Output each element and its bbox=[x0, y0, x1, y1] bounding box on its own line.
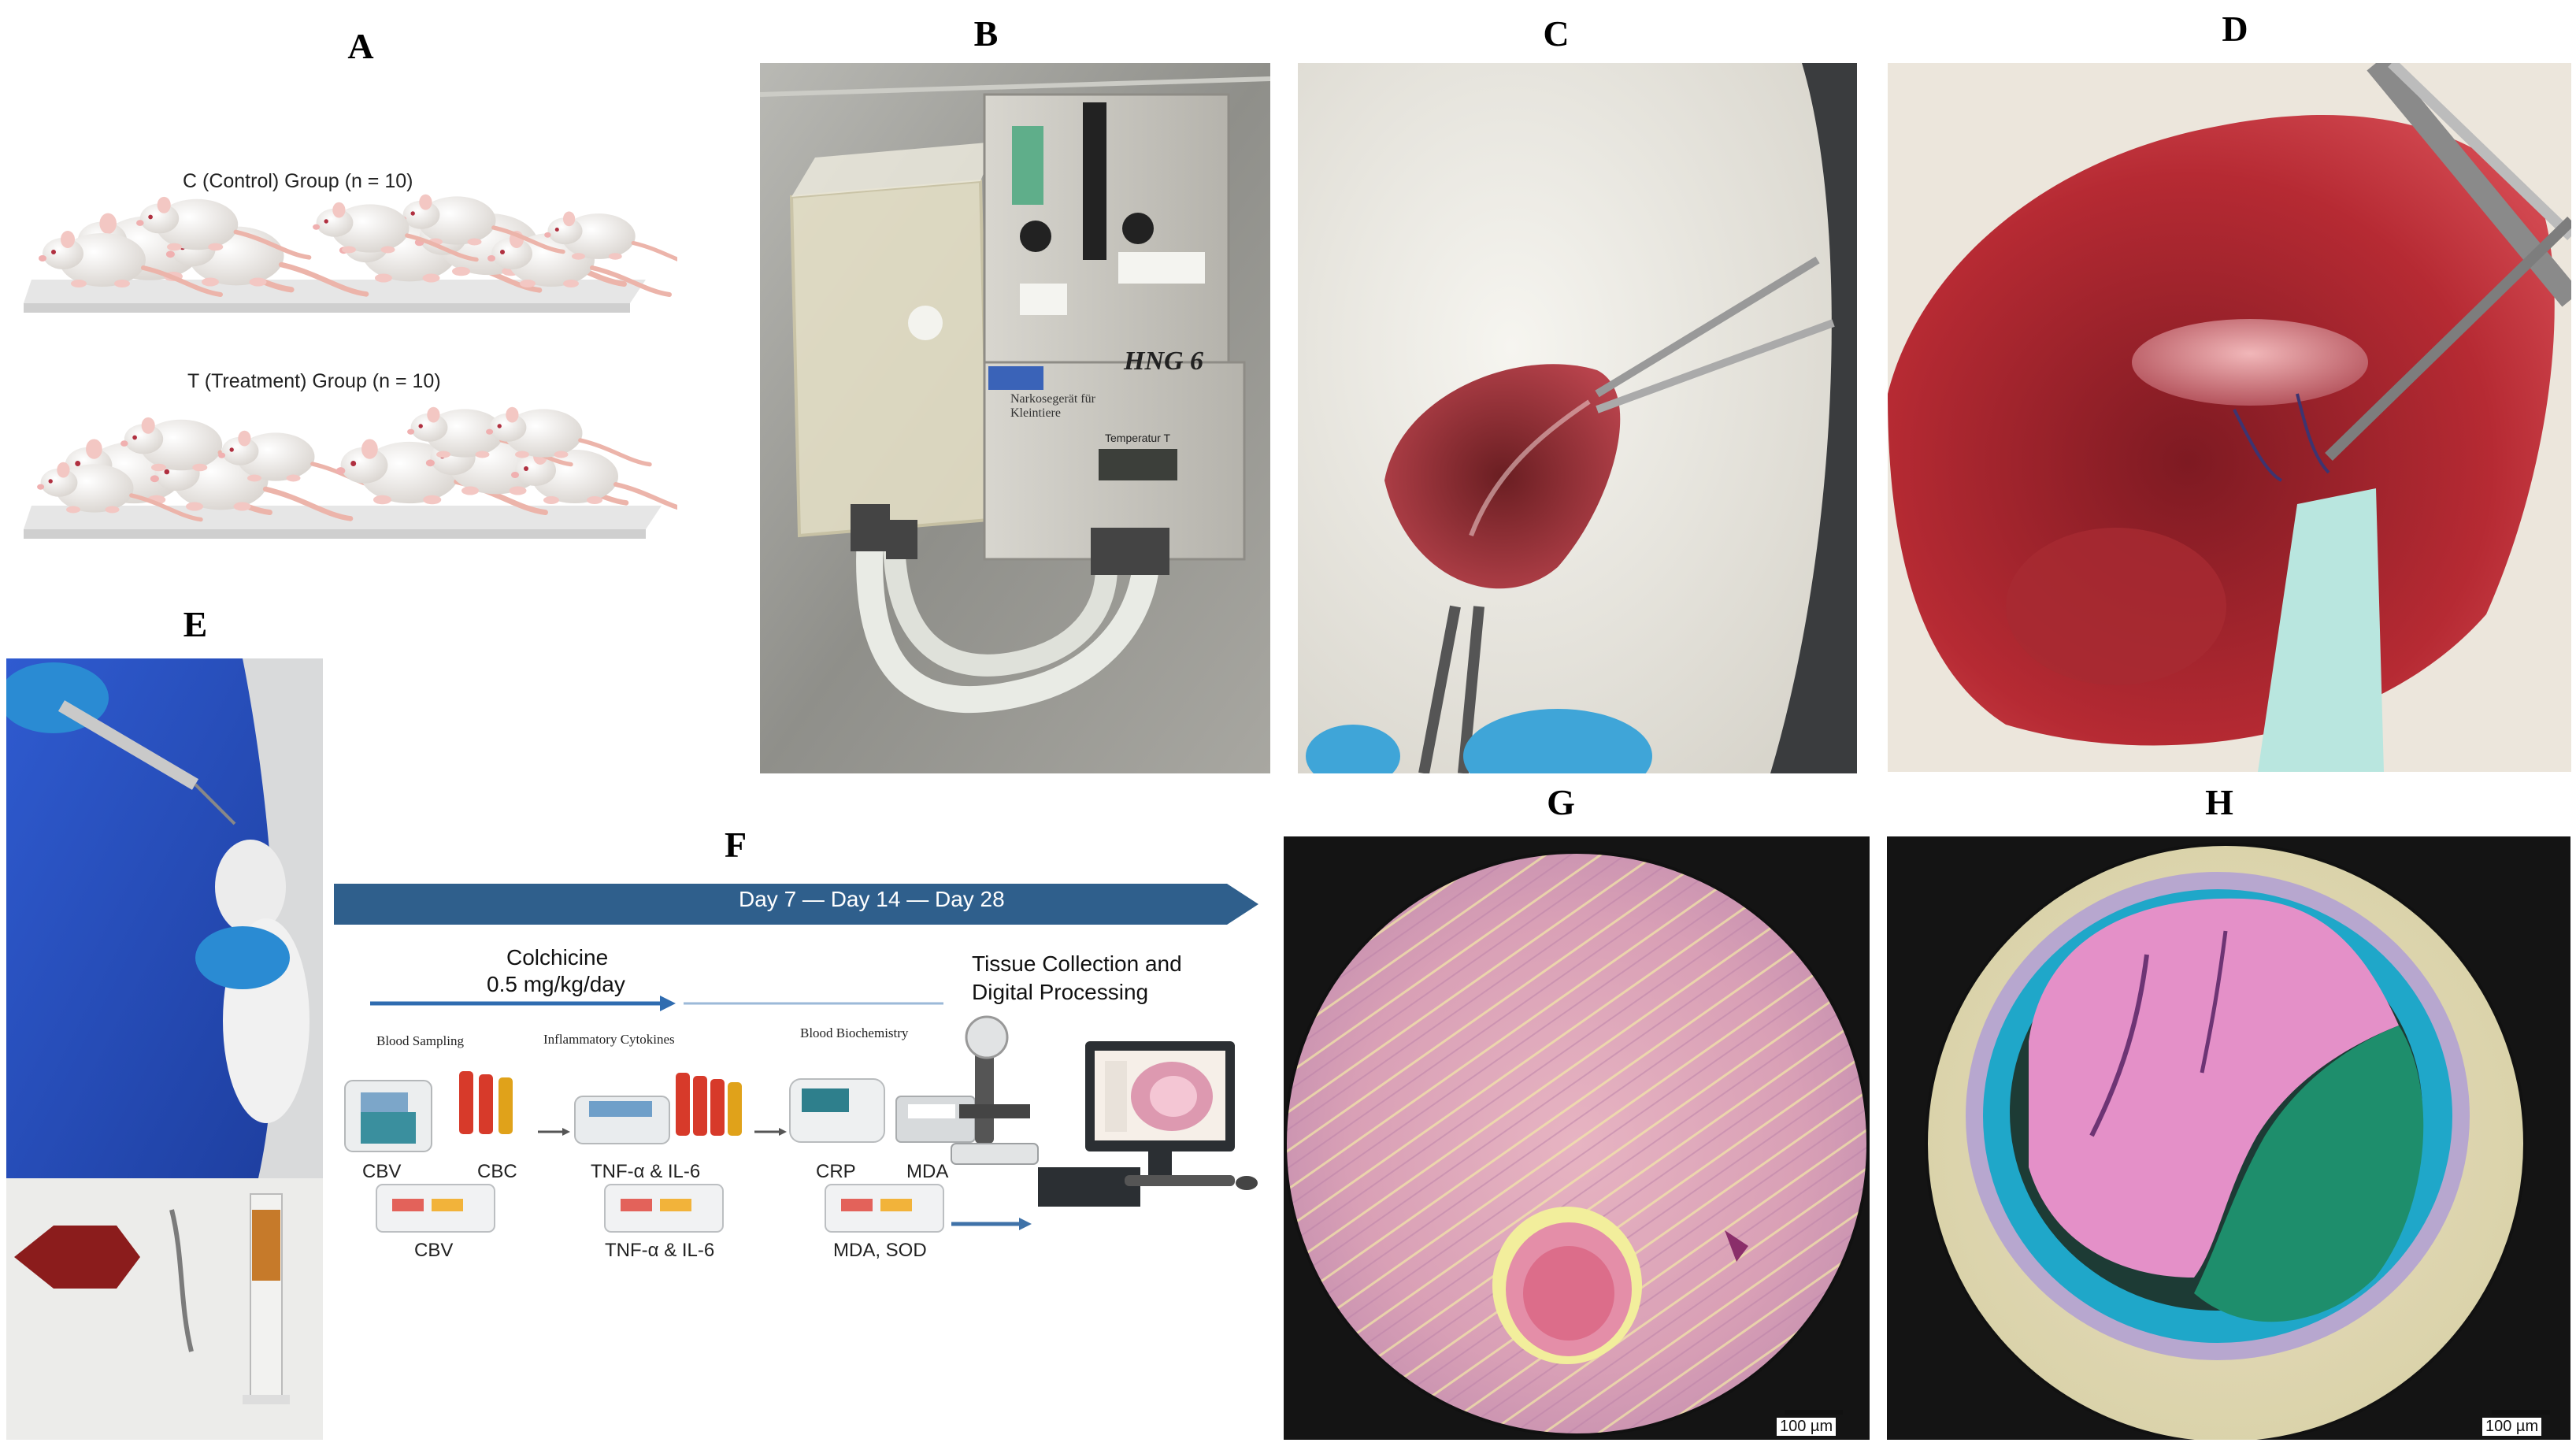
panel-label-e: E bbox=[183, 604, 208, 644]
histology-he-illustration bbox=[1284, 851, 1870, 1437]
step-blood-sampling-label: Blood Sampling bbox=[376, 1033, 464, 1048]
anesthesia-device-illustration bbox=[760, 63, 1270, 773]
digital-processing-label: Digital Processing bbox=[972, 980, 1149, 1004]
timeline-illustration bbox=[329, 868, 1274, 1278]
control-group-label: C (Control) Group (n = 10) bbox=[183, 170, 413, 192]
label-mda: MDA bbox=[906, 1161, 949, 1182]
panel-a-rat-groups: C (Control) Group (n = 10) T (Treatment)… bbox=[0, 142, 677, 591]
device-text-label: Narkosegerät für Kleintiere bbox=[1010, 392, 1095, 420]
panel-label-h: H bbox=[2205, 782, 2233, 822]
panel-label-d: D bbox=[2222, 9, 2248, 49]
vessel-ligation-illustration bbox=[1888, 63, 2571, 772]
label-mda-sod: MDA, SOD bbox=[833, 1240, 927, 1261]
device-display-label: Temperatur T bbox=[1105, 432, 1170, 444]
step-blood-biochemistry-label: Blood Biochemistry bbox=[800, 1025, 909, 1040]
drug-dose-label: 0.5 mg/kg/day bbox=[487, 972, 625, 996]
injection-illustration bbox=[6, 658, 323, 1440]
panel-d-vessel-ligation-photo bbox=[1888, 63, 2571, 772]
histology-stained-illustration bbox=[1925, 843, 2550, 1440]
tissue-collection-label: Tissue Collection and bbox=[972, 951, 1182, 976]
treatment-group-label: T (Treatment) Group (n = 10) bbox=[187, 370, 441, 392]
label-cbc: CBC bbox=[477, 1161, 517, 1182]
step-inflammatory-cytokines-label: Inflammatory Cytokines bbox=[543, 1032, 675, 1047]
panel-g-histology-micrograph: 100 µm bbox=[1284, 836, 1870, 1440]
scale-bar-label-h: 100 µm bbox=[2482, 1418, 2542, 1436]
label-tnf-il6-top: TNF-α & IL-6 bbox=[591, 1161, 701, 1182]
surgical-incision-illustration bbox=[1298, 63, 1857, 773]
panel-label-a: A bbox=[347, 26, 374, 66]
panel-label-f: F bbox=[724, 825, 747, 865]
panel-label-b: B bbox=[973, 13, 999, 54]
label-cbv-bottom: CBV bbox=[414, 1240, 454, 1261]
panel-f-experimental-timeline: Day 7 — Day 14 — Day 28 Colchicine 0.5 m… bbox=[329, 868, 1274, 1278]
rat-groups-illustration bbox=[0, 142, 677, 591]
label-tnf-il6-bottom: TNF-α & IL-6 bbox=[605, 1240, 715, 1261]
timeline-days-label: Day 7 — Day 14 — Day 28 bbox=[739, 887, 1005, 911]
panel-label-c: C bbox=[1543, 13, 1570, 54]
panel-e-injection-photo bbox=[6, 658, 323, 1440]
device-model-label: HNG 6 bbox=[1124, 347, 1204, 376]
panel-h-histology-micrograph: 100 µm bbox=[1887, 836, 2570, 1440]
drug-name-label: Colchicine bbox=[506, 945, 609, 970]
label-cbv-top: CBV bbox=[362, 1161, 402, 1182]
panel-b-anesthesia-device-photo: HNG 6 Narkosegerät für Kleintiere Temper… bbox=[760, 63, 1270, 773]
panel-label-g: G bbox=[1547, 782, 1575, 822]
scale-bar-label-g: 100 µm bbox=[1777, 1418, 1837, 1436]
panel-c-surgical-incision-photo bbox=[1298, 63, 1857, 773]
label-crp: CRP bbox=[816, 1161, 856, 1182]
